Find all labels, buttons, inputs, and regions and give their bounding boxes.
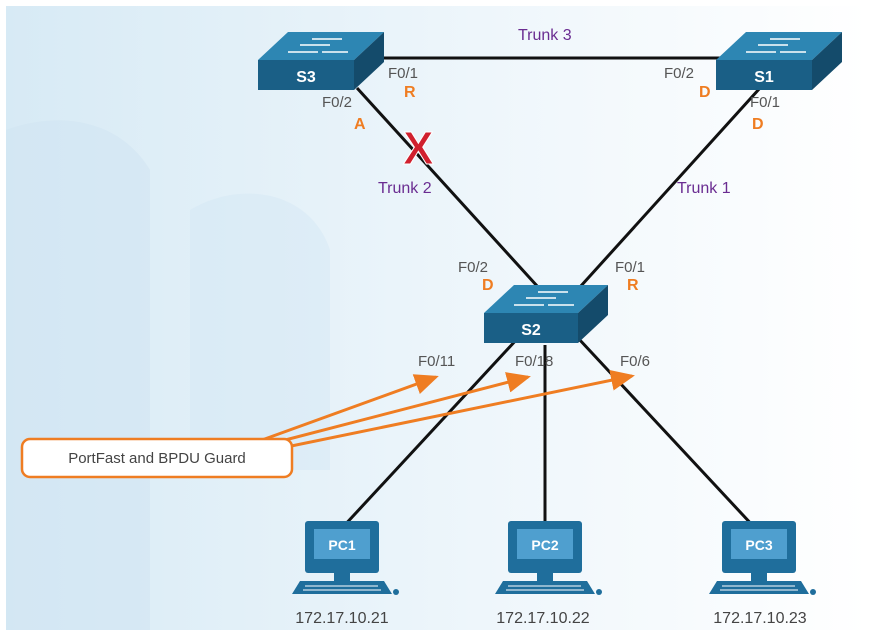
- s2-port-f06: F0/6: [620, 353, 650, 370]
- s1-port-f01: F0/1: [750, 94, 780, 111]
- pc2[interactable]: PC2: [495, 521, 602, 595]
- pc3-link: [576, 336, 757, 530]
- portfast-callout: PortFast and BPDU Guard: [20, 437, 294, 479]
- background-decor: [190, 193, 330, 470]
- arrow-to-f018: [261, 372, 531, 448]
- switch-s2[interactable]: S2: [484, 285, 608, 343]
- pc2-ip: 172.17.10.22: [496, 610, 590, 627]
- pc1-ip: 172.17.10.21: [295, 610, 389, 627]
- s3-port-f01: F0/1: [388, 65, 418, 82]
- trunk1-label: Trunk 1: [677, 180, 731, 197]
- s3-port-f02: F0/2: [322, 94, 352, 111]
- switch-s3[interactable]: S3: [258, 32, 384, 90]
- blocked-port-x-icon: X: [403, 122, 434, 174]
- arrow-to-f011: [261, 374, 439, 442]
- s2-port-f01: F0/1: [615, 259, 645, 276]
- trunk3-label: Trunk 3: [518, 27, 572, 44]
- pc3-ip: 172.17.10.23: [713, 610, 807, 627]
- s1-f01-role: D: [752, 116, 764, 133]
- s3-f02-role: A: [354, 116, 366, 133]
- links: [340, 56, 762, 530]
- s1-port-f02: F0/2: [664, 65, 694, 82]
- switch-s1[interactable]: S1: [716, 32, 842, 90]
- arrow-to-f06: [261, 369, 635, 454]
- switch-s1-label: S1: [754, 69, 774, 86]
- pc2-label: PC2: [531, 537, 558, 553]
- switch-s3-label: S3: [296, 69, 316, 86]
- s2-f01-role: R: [627, 277, 639, 294]
- trunk1-link: [578, 86, 762, 289]
- s1-f02-role: D: [699, 84, 711, 101]
- switch-s2-label: S2: [521, 322, 541, 339]
- pc1-link: [340, 336, 520, 530]
- s2-f02-role: D: [482, 277, 494, 294]
- s2-port-f011: F0/11: [418, 353, 455, 370]
- pc1[interactable]: PC1: [292, 521, 399, 595]
- portfast-callout-text: PortFast and BPDU Guard: [68, 450, 246, 467]
- s2-port-f02: F0/2: [458, 259, 488, 276]
- s2-port-f018: F0/18: [515, 353, 553, 370]
- background-decor: [6, 120, 150, 631]
- callout-arrows: [261, 369, 635, 454]
- s3-f01-role: R: [404, 84, 416, 101]
- trunk2-link: [355, 86, 540, 289]
- pc3-label: PC3: [745, 537, 772, 553]
- pc3[interactable]: PC3: [709, 521, 816, 595]
- trunk2-label: Trunk 2: [378, 180, 432, 197]
- pc1-label: PC1: [328, 537, 355, 553]
